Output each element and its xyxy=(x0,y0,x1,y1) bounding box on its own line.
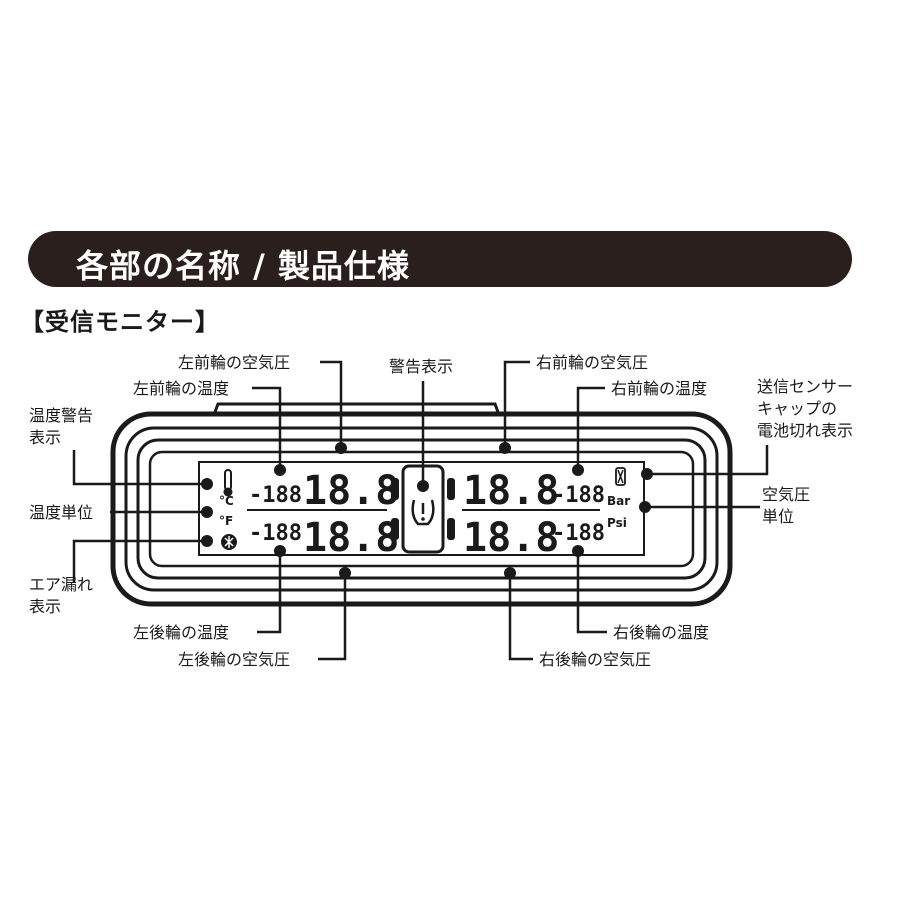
label-battery-line1: 送信センサー xyxy=(757,377,853,396)
unit-celsius: °C xyxy=(219,494,234,508)
label-pressure-unit-line1: 空気圧 xyxy=(762,485,810,504)
label-pressure-unit-line2: 単位 xyxy=(762,507,794,526)
label-fl-pressure: 左前輪の空気圧 xyxy=(178,353,290,372)
lcd-left-bottom-pressure: 18.8 xyxy=(303,515,399,561)
thermometer-icon xyxy=(223,469,233,497)
lcd-right-bottom-pressure: 18.8 xyxy=(463,515,559,561)
label-warning: 警告表示 xyxy=(389,357,453,376)
leader-dots xyxy=(201,442,653,579)
label-rr-temp: 右後輪の温度 xyxy=(613,623,709,642)
label-rr-pressure: 右後輪の空気圧 xyxy=(539,650,651,669)
lcd-left-bottom-temp: -188 xyxy=(249,521,302,546)
label-temp-warning-line2: 表示 xyxy=(29,428,61,447)
leak-icon xyxy=(221,534,237,550)
label-battery-line2: キャップの xyxy=(757,399,837,418)
unit-fahrenheit: °F xyxy=(219,514,233,528)
lcd-right-top-pressure: 18.8 xyxy=(463,468,559,514)
title-banner: 各部の名称 / 製品仕様 xyxy=(28,231,852,287)
label-fl-temp: 左前輪の温度 xyxy=(133,379,229,398)
label-rl-temp: 左後輪の温度 xyxy=(133,623,229,642)
label-air-leak-line2: 表示 xyxy=(29,597,61,616)
monitor-body xyxy=(110,402,733,607)
lcd-right-bottom-temp: -188 xyxy=(552,521,605,546)
lcd-right-top-temp: -188 xyxy=(552,483,605,508)
lcd-screen xyxy=(198,461,645,556)
label-fr-pressure: 右前輪の空気圧 xyxy=(536,353,648,372)
section-subtitle: 【受信モニター】 xyxy=(20,308,220,336)
leader-lines xyxy=(72,360,769,661)
label-temp-unit: 温度単位 xyxy=(29,503,93,522)
unit-bar: Bar xyxy=(607,494,630,508)
lcd-left-top-pressure: 18.8 xyxy=(303,468,399,514)
battery-icon xyxy=(615,467,626,486)
lcd-left-top-temp: -188 xyxy=(249,483,302,508)
label-rl-pressure: 左後輪の空気圧 xyxy=(178,650,290,669)
unit-psi: Psi xyxy=(607,516,627,530)
label-battery-line3: 電池切れ表示 xyxy=(757,421,853,440)
page-title: 各部の名称 / 製品仕様 xyxy=(76,247,410,285)
label-temp-warning-line1: 温度警告 xyxy=(29,406,93,425)
label-air-leak-line1: エア漏れ xyxy=(29,575,93,594)
label-fr-temp: 右前輪の温度 xyxy=(611,379,707,398)
